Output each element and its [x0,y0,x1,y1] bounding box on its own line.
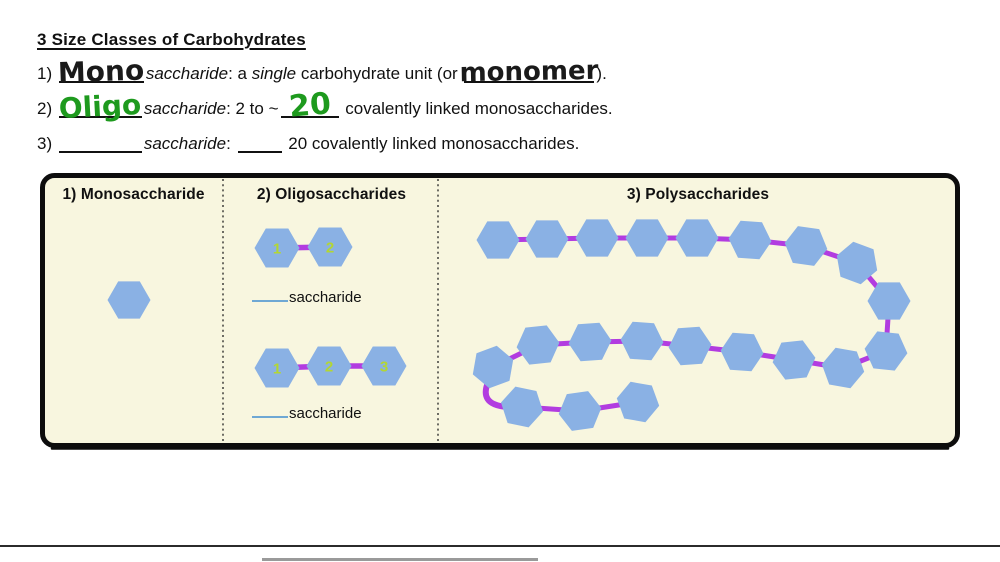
polysaccharide-hexagon [568,322,612,362]
caption-blank-line [252,404,288,418]
term-italic: saccharide [145,64,229,83]
polysaccharide-hexagon [516,325,560,365]
section-header-polysaccharides: 3) Polysaccharides [626,186,770,203]
oligosaccharide-hexagon [306,346,352,386]
oligosaccharide-hexagon [307,227,353,267]
polysaccharide-hexagon [867,282,911,320]
definition-line-3: 3) saccharide: 20 covalently linked mono… [37,134,579,154]
answer-blank-filled: Mono [58,53,145,89]
polysaccharide-hexagon [625,219,669,257]
oligosaccharide-hexagon [254,348,300,388]
polysaccharide-hexagon [772,340,816,380]
answer-blank-empty [58,145,142,153]
caption-blank-line [252,288,288,302]
polysaccharide-hexagon [864,331,908,371]
line-text: ). [596,64,607,83]
polysaccharide-hexagon [558,391,602,431]
polysaccharide-hexagon [821,347,865,389]
line-text: 3) [37,134,57,153]
term-italic: saccharide [143,99,227,118]
answer-blank-empty [237,145,282,153]
next-section-edge-line [262,558,538,561]
polysaccharide-hexagon [675,219,719,257]
polysaccharide-hexagon [620,321,664,361]
unit-number-label: 1 [273,241,281,258]
unit-number-label: 1 [273,361,281,378]
polysaccharide-hexagon [472,345,514,389]
polysaccharide-hexagon [525,220,569,258]
answer-blank-filled: monomer [460,55,599,87]
polysaccharide-hexagon [476,221,520,259]
polysaccharide-hexagon [836,241,878,285]
line-text: 1) [37,64,57,83]
polysaccharide-hexagon [501,386,543,428]
polysaccharide-hexagon [575,219,619,257]
page-title: 3 Size Classes of Carbohydrates [37,30,306,49]
section-header-oligosaccharides: 2) Oligosaccharides [256,186,407,203]
trisaccharide-caption: saccharide [252,404,362,422]
oligosaccharide-hexagon [361,346,407,386]
polysaccharide-hexagon [784,226,828,266]
polysaccharide-hexagon [720,332,764,372]
answer-blank-filled: 20 [280,86,339,125]
line-text: carbohydrate unit (or [296,64,463,83]
term-italic: single [251,64,297,83]
line-text: : a [228,64,252,83]
unit-number-label: 2 [325,359,333,376]
line-text: 2) [37,99,57,118]
answer-blank-filled: Oligo [58,88,142,125]
caption-text: saccharide [289,289,362,306]
bottom-separator-line [0,545,1000,547]
section-header-monosaccharide: 1) Monosaccharide [62,186,205,203]
polysaccharide-hexagon [616,381,660,423]
polysaccharide-hexagon [668,326,712,366]
monosaccharide-hexagon [107,281,151,319]
unit-number-label: 2 [326,240,334,257]
line-text: : [226,134,236,153]
unit-number-label: 3 [380,359,388,376]
disaccharide-caption: saccharide [252,288,362,306]
polysaccharide-hexagon [728,220,772,260]
line-text: covalently linked monosaccharides. [340,99,613,118]
term-italic: saccharide [143,134,227,153]
line-text: : 2 to ~ [226,99,279,118]
oligosaccharide-hexagon [254,228,300,268]
caption-text: saccharide [289,405,362,422]
line-text: 20 covalently linked monosaccharides. [283,134,580,153]
